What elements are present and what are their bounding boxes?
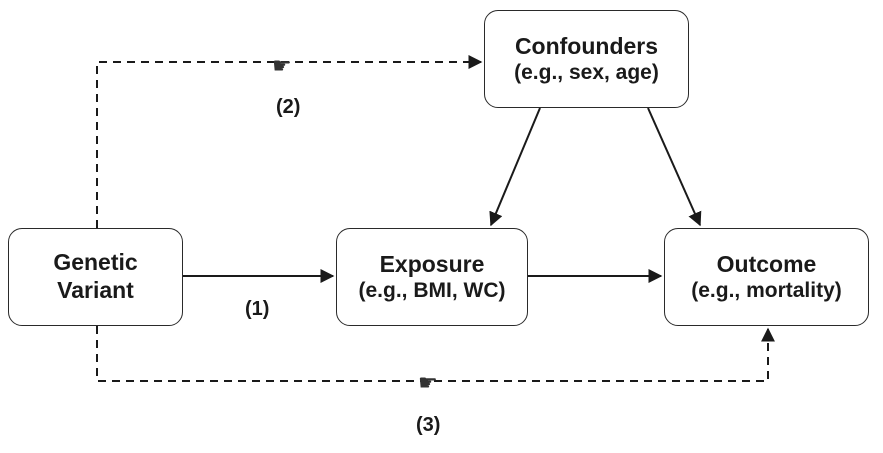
- outcome-box: Outcome (e.g., mortality): [664, 228, 869, 326]
- path-label-1: (1): [245, 298, 270, 320]
- exposure-examples: (e.g., BMI, WC): [358, 279, 506, 303]
- genetic-variant-line1: Genetic: [53, 249, 138, 276]
- outcome-examples: (e.g., mortality): [691, 279, 842, 303]
- confounders-title: Confounders: [514, 32, 659, 59]
- path-label-2: (2): [276, 96, 301, 118]
- arrow-confounders-to-outcome: [647, 107, 702, 227]
- genetic-variant-line2: Variant: [57, 277, 134, 303]
- confounders-box: Confounders (e.g., sex, age): [484, 10, 689, 108]
- genetic-variant-box: Genetic Variant: [8, 228, 183, 326]
- path-label-3: (3): [416, 414, 441, 436]
- dashed-arrow-genetic-to-confounders: [96, 55, 483, 228]
- outcome-title: Outcome: [716, 250, 817, 277]
- confounders-examples: (e.g., sex, age): [514, 61, 659, 85]
- exposure-box: Exposure (e.g., BMI, WC): [336, 228, 528, 326]
- pointing-hand-icon: ☛: [418, 370, 438, 395]
- arrow-confounders-to-exposure: [489, 107, 541, 227]
- pointing-hand-icon: ☛: [272, 53, 292, 78]
- exposure-title: Exposure: [379, 250, 485, 277]
